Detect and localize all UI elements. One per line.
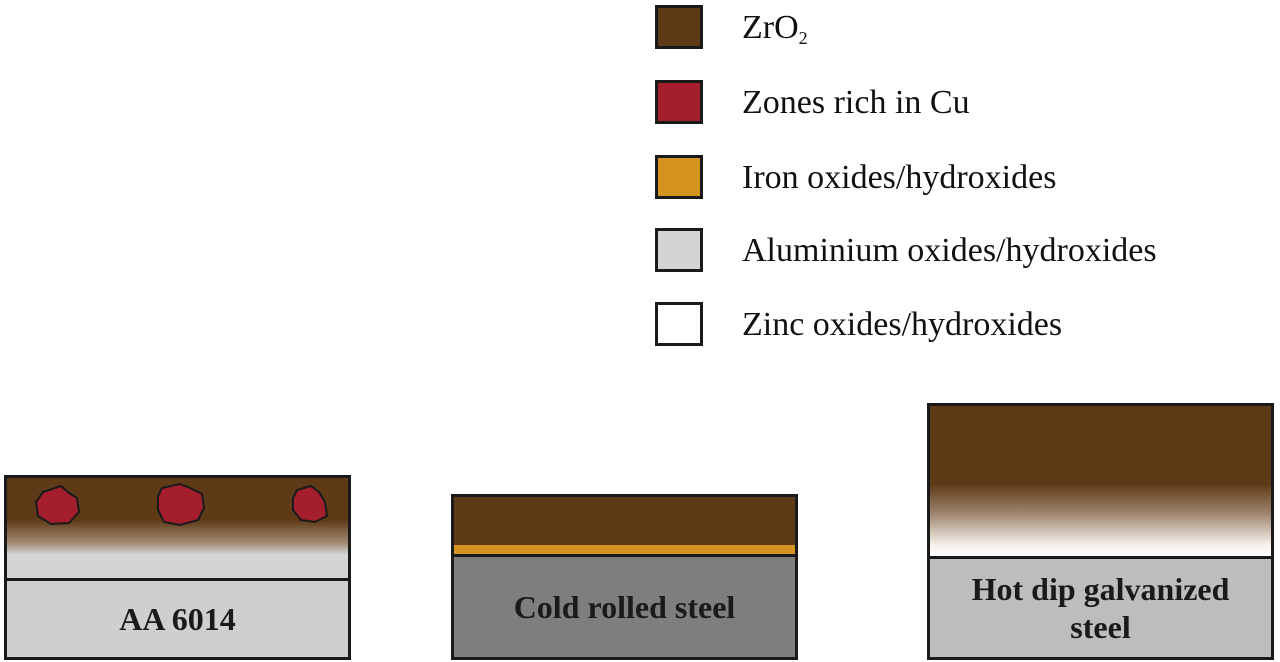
- legend-swatch-fe: [655, 155, 703, 199]
- legend-item-al: Aluminium oxides/hydroxides: [655, 228, 1280, 278]
- cu-rich-zone: [157, 482, 206, 527]
- substrate-hot-dip-galvanized-steel: Hot dip galvanized steel: [930, 556, 1271, 657]
- legend-label-zro2-main: ZrO: [742, 9, 799, 46]
- legend-label-zn: Zinc oxides/hydroxides: [742, 306, 1063, 343]
- legend-item-fe: Iron oxides/hydroxides: [655, 155, 1280, 205]
- sample-cold-rolled-steel: Cold rolled steel: [451, 494, 798, 660]
- substrate-label-hdg-line2: steel: [1070, 609, 1131, 645]
- legend-item-zn: Zinc oxides/hydroxides: [655, 302, 1280, 352]
- legend-label-zro2: ZrO2: [742, 8, 808, 48]
- substrate-label-hdg-line1: Hot dip galvanized: [971, 571, 1230, 607]
- legend-label-zro2-sub: 2: [798, 28, 808, 48]
- substrate-label-cold-rolled-steel: Cold rolled steel: [513, 589, 736, 625]
- legend-swatch-zro2: [655, 5, 703, 49]
- substrate-cold-rolled-steel: Cold rolled steel: [454, 554, 795, 657]
- substrate-label-aa6014: AA 6014: [119, 601, 236, 637]
- sample-aa6014: AA 6014: [4, 475, 351, 660]
- zro2-zinc-oxide-layer: [930, 406, 1271, 556]
- zro2-layer: [454, 497, 795, 545]
- aluminium-oxide-layer: [7, 554, 348, 578]
- cu-rich-zone: [34, 484, 81, 526]
- legend-label-al: Aluminium oxides/hydroxides: [742, 232, 1157, 269]
- substrate-aa6014: AA 6014: [7, 578, 348, 657]
- legend-item-cu: Zones rich in Cu: [655, 80, 1280, 130]
- legend-swatch-zn: [655, 302, 703, 346]
- legend-label-fe: Iron oxides/hydroxides: [742, 159, 1057, 196]
- sample-hot-dip-galvanized-steel: Hot dip galvanized steel: [927, 403, 1274, 660]
- legend-label-cu: Zones rich in Cu: [742, 84, 970, 121]
- cu-rich-zone: [292, 484, 329, 524]
- legend-swatch-al: [655, 228, 703, 272]
- iron-oxide-layer: [454, 545, 795, 554]
- legend-item-zro2: ZrO2: [655, 5, 1280, 55]
- legend-swatch-cu: [655, 80, 703, 124]
